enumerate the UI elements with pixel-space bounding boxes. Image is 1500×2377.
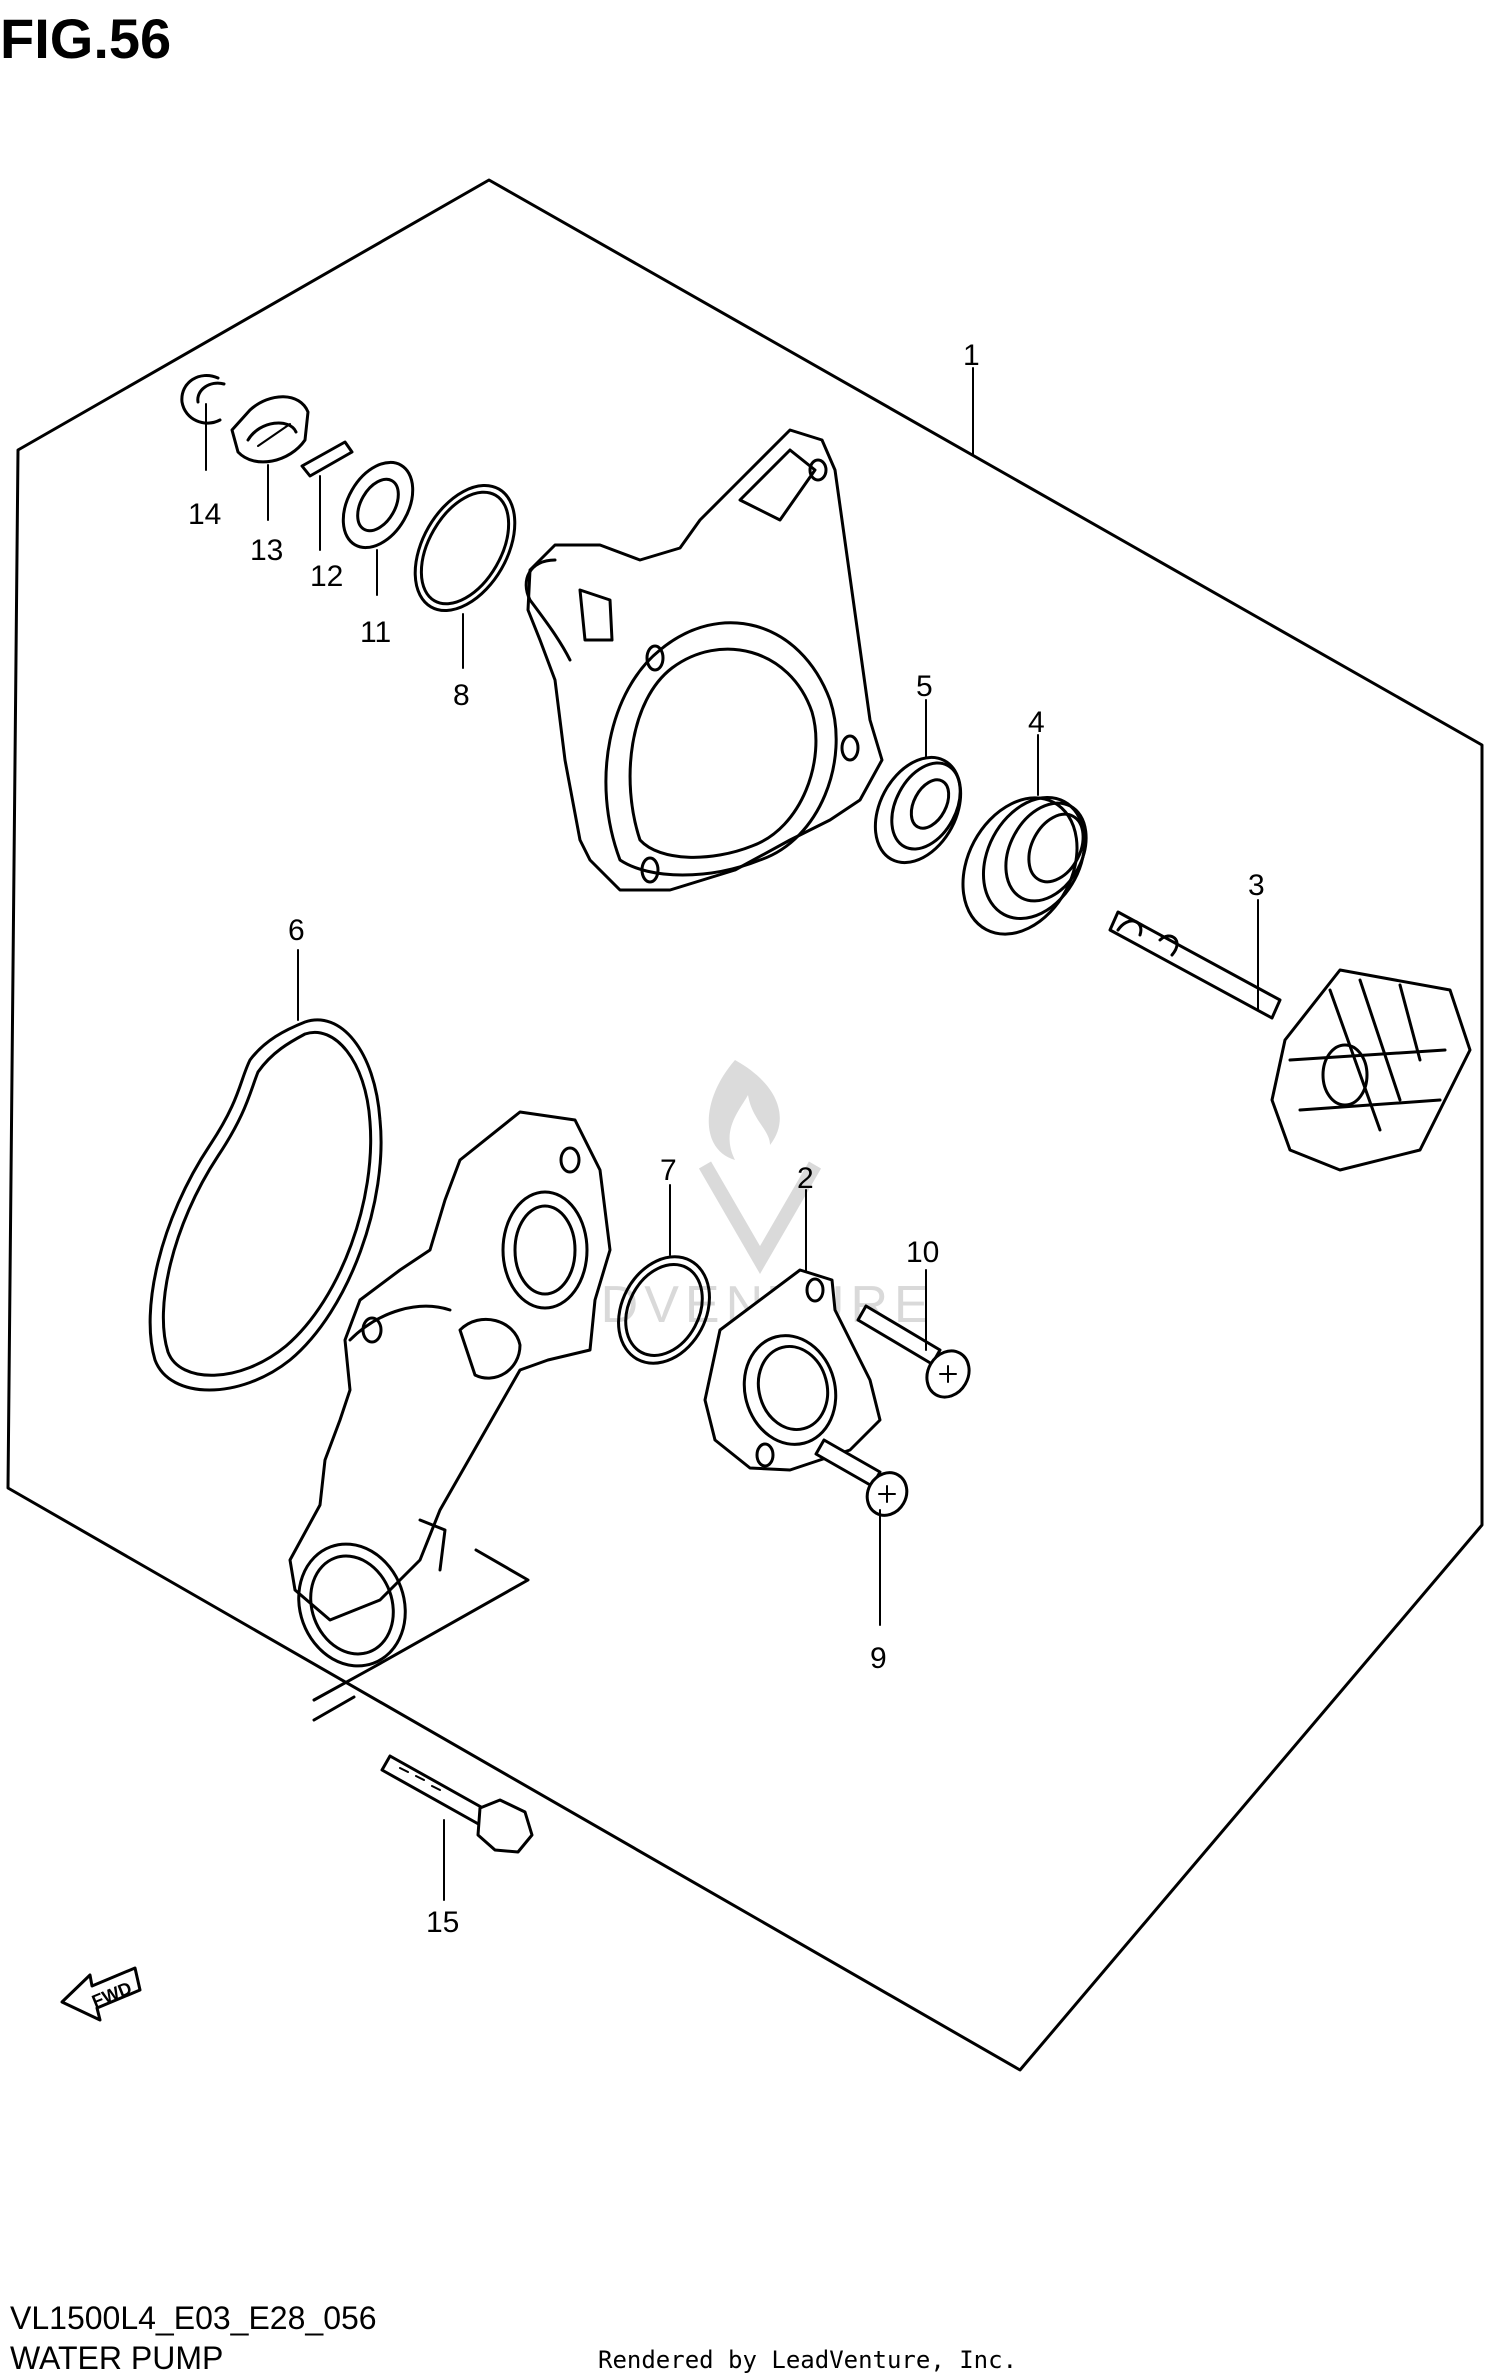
callout-12: 12 xyxy=(310,560,343,593)
screw-10-part xyxy=(856,1304,971,1399)
driven-gear-part xyxy=(230,395,310,464)
leader-lines xyxy=(205,367,1259,1901)
washer-part xyxy=(341,460,415,550)
o-ring-7-part xyxy=(617,1255,711,1365)
e-ring-part xyxy=(180,374,226,425)
fwd-arrow-icon xyxy=(60,1966,142,2022)
callout-15: 15 xyxy=(426,1906,459,1939)
callout-1: 1 xyxy=(963,339,980,372)
impeller-shaft-part xyxy=(1108,910,1472,1172)
model-code: VL1500L4_E03_E28_056 xyxy=(10,2300,377,2336)
callout-4: 4 xyxy=(1028,706,1045,739)
screw-9-part xyxy=(814,1438,909,1517)
callout-14: 14 xyxy=(188,498,221,531)
frame-bracket xyxy=(312,1548,530,1702)
mechanical-seal-part xyxy=(961,796,1088,936)
callout-3: 3 xyxy=(1248,869,1265,902)
render-credit: Rendered by LeadVenture, Inc. xyxy=(598,2346,1018,2374)
pin-part xyxy=(300,440,354,478)
callout-9: 9 xyxy=(870,1642,887,1675)
section-title: WATER PUMP xyxy=(10,2340,224,2376)
gasket-part xyxy=(148,1018,383,1392)
callout-6: 6 xyxy=(288,914,305,947)
callout-13: 13 xyxy=(250,534,283,567)
assembly-frame xyxy=(6,178,1484,2072)
callout-10: 10 xyxy=(906,1236,939,1269)
figure-title: FIG.56 xyxy=(0,7,172,70)
frame-bracket-lower xyxy=(312,1695,356,1722)
callout-7: 7 xyxy=(660,1154,677,1187)
watermark-logo xyxy=(698,1060,822,1274)
bolt-15-part xyxy=(380,1754,534,1854)
oil-seal-part xyxy=(873,755,963,865)
o-ring-8-part xyxy=(413,483,517,613)
pump-cover-part xyxy=(288,1110,612,1668)
callout-5: 5 xyxy=(916,670,933,703)
callout-11: 11 xyxy=(360,616,391,649)
callout-labels: 1 2 3 4 5 6 7 8 9 10 11 12 13 14 15 xyxy=(188,339,1265,1939)
outlet-elbow-part xyxy=(703,1268,882,1472)
pump-body-part xyxy=(524,428,884,892)
callout-2: 2 xyxy=(797,1162,814,1195)
callout-8: 8 xyxy=(453,679,470,712)
